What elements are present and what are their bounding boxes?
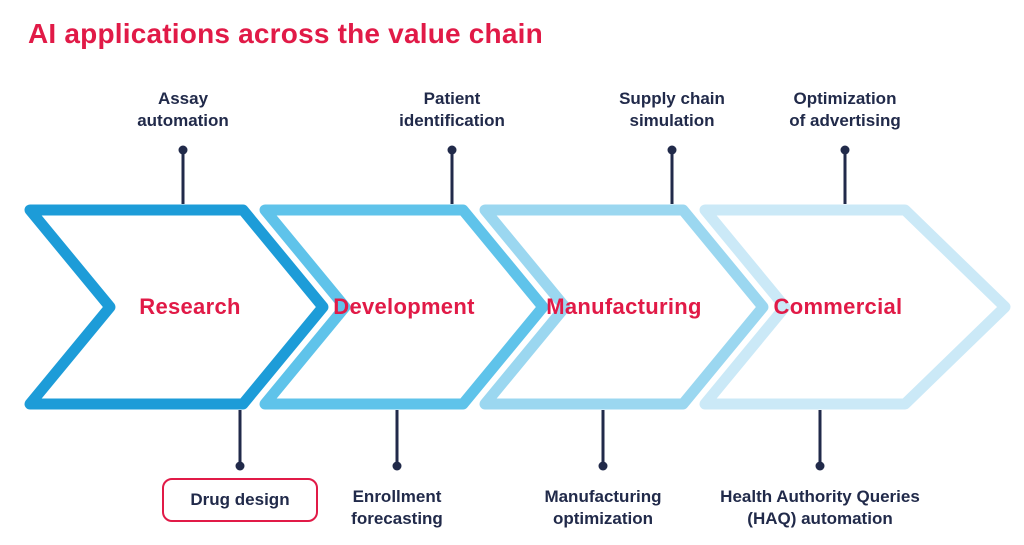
label-line: simulation	[629, 111, 715, 131]
stage-label-development: Development	[333, 294, 475, 319]
bottom-label-manufacturing-optimization: Manufacturing optimization	[493, 486, 713, 531]
stage-label-research: Research	[139, 294, 241, 319]
stage-label-manufacturing: Manufacturing	[546, 294, 702, 319]
arrow-development	[259, 204, 549, 410]
label-line: Enrollment	[352, 487, 442, 506]
drug-design-box: Drug design	[162, 478, 318, 522]
connector-dot	[598, 461, 608, 471]
connector-dot	[392, 461, 402, 471]
label-line: Manufacturing	[544, 487, 662, 506]
top-label-patient-identification: Patient identification	[342, 88, 562, 133]
arrow-research	[24, 204, 329, 410]
label-line: Supply chain	[619, 89, 725, 108]
label-line: Assay	[157, 89, 209, 108]
label-line: of advertising	[789, 111, 901, 131]
bottom-label-enrollment-forecasting: Enrollment forecasting	[287, 486, 507, 531]
label-line: Patient	[423, 89, 481, 108]
connector-dot	[815, 461, 825, 471]
top-label-supply-chain-simulation: Supply chain simulation	[562, 88, 782, 133]
connector-dot	[447, 145, 457, 155]
label-line: Drug design	[190, 490, 290, 509]
top-label-optimization-of-advertising: Optimization of advertising	[735, 88, 955, 133]
stage-label-commercial: Commercial	[773, 294, 903, 319]
arrow-manufacturing	[479, 204, 769, 410]
label-line: optimization	[552, 509, 654, 529]
label-line: Optimization	[793, 89, 897, 108]
label-line: automation	[137, 111, 229, 131]
connector-dot	[235, 461, 245, 471]
connector-dot	[667, 145, 677, 155]
top-label-assay-automation: Assay automation	[73, 88, 293, 133]
page-title: AI applications across the value chain	[28, 18, 543, 49]
bottom-label-haq-automation: Health Authority Queries (HAQ) automatio…	[680, 486, 960, 531]
label-line: identification	[399, 111, 505, 131]
arrow-commercial	[699, 204, 1011, 410]
connector-dot	[840, 145, 850, 155]
label-line: (HAQ) automation	[747, 509, 893, 529]
label-line: forecasting	[351, 509, 443, 529]
connector-dot	[178, 145, 188, 155]
label-line: Health Authority Queries	[720, 487, 920, 506]
